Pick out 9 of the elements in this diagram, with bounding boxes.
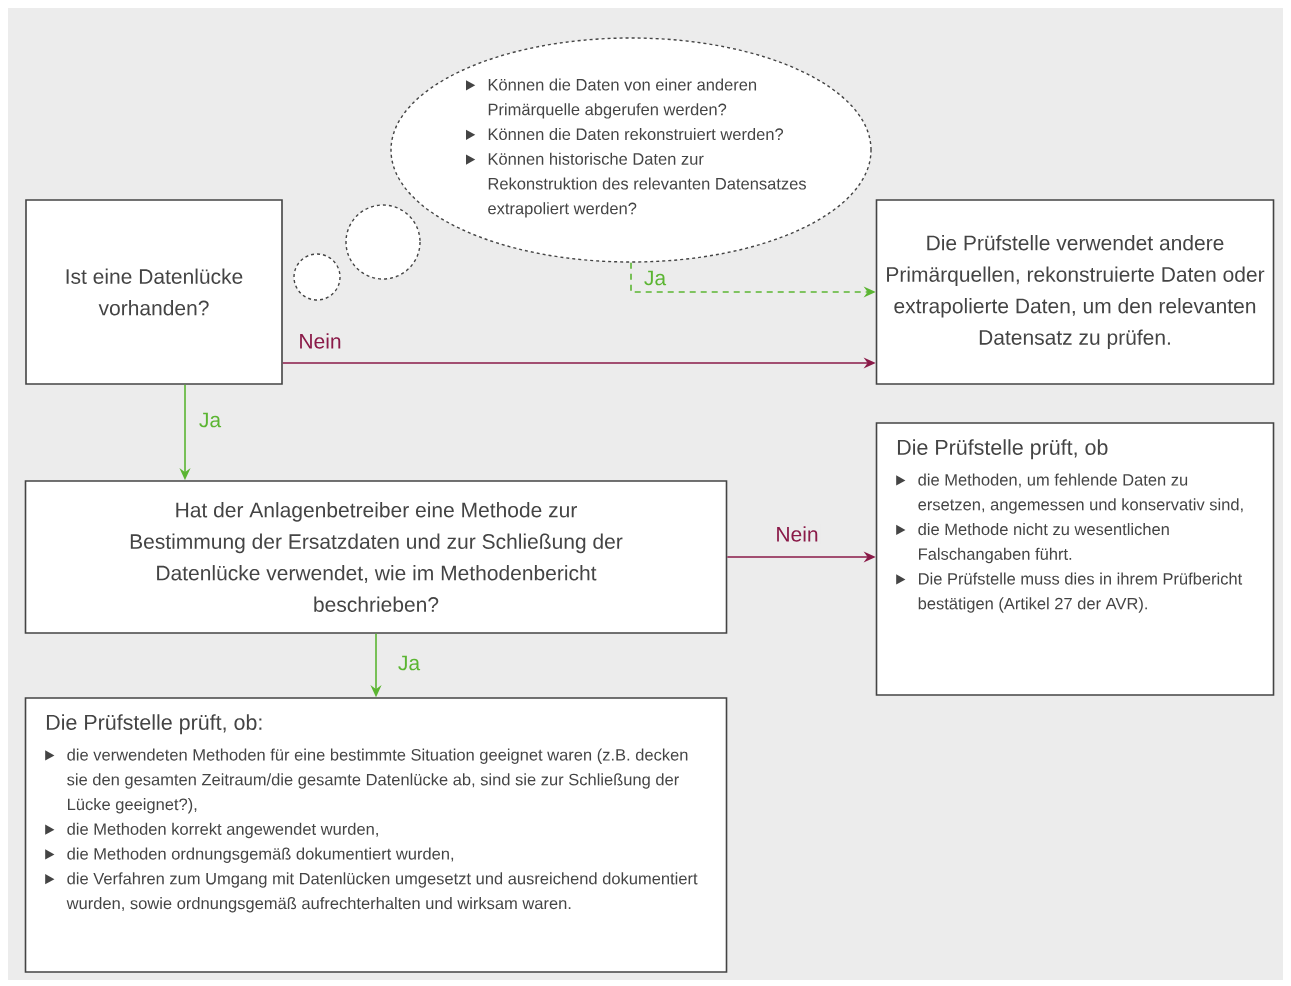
edge-label: Nein: [296, 331, 344, 351]
question-list: Können die Daten von einer anderen Primärquelle abgerufen werden? Können die Daten rekonstruiert werden? Können historische Daten zur Rekonstruktion des relevanten Datensatzes extrapoliert werden?: [466, 78, 806, 218]
edge-label: Nein: [773, 524, 821, 544]
check-box: Die Prüfstelle prüft, ob die Methoden, um fehlende Daten zu ersetzen, angemessen und konservativ sind, die Methode nicht zu wesentlichen Falschangaben führt. Die Prüfstelle muss dies in ihrem Prüfbericht bestätigen (Artikel 27 der AVR).: [875, 422, 1275, 696]
thought-bubble: [390, 37, 872, 263]
decision-box: Ist eine Datenlücke vorhanden?: [25, 199, 283, 385]
decision-box: Hat der Anlagenbetreiber eine Methode zur Bestimmung der Ersatzdaten und zur Schließung der Datenlücke verwendet, wie im Methodenbericht beschrieben?: [24, 480, 728, 634]
result-box: Die Prüfstelle verwendet andere Primärquellen, rekonstruierte Daten oder extrapolierte Daten, um den relevanten Datensatz zu prüfen.: [875, 199, 1275, 385]
check-box: Die Prüfstelle prüft, ob: die verwendeten Methoden für eine bestimmte Situation geeignet waren (z.B. decken sie den gesamten Zeitraum/die gesamte Datenlücke ab, sind sie zur Schließung der Lücke geeignet?), die Methoden korrekt angewendet wurden, die Methoden ordnungsgemäß dokumentiert wurden, die Verfahren zum Umgang mit Datenlücken umgesetzt und ausreichend dokumentiert wurden, sowie ordnungsgemäß aufrechterhalten und wirksam waren.: [24, 697, 728, 973]
